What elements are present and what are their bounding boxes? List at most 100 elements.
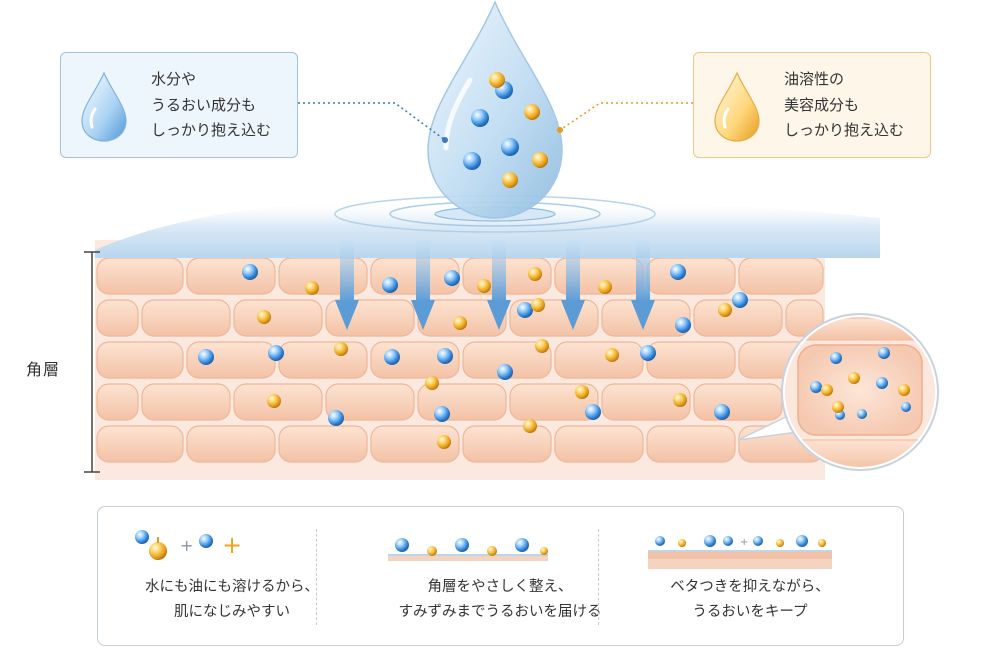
skin-cell	[554, 425, 644, 463]
feature-divider	[316, 529, 317, 625]
water-particle	[876, 377, 888, 389]
oil-particle	[832, 401, 844, 413]
oil-callout: 油溶性の 美容成分も しっかり抱え込む	[693, 52, 931, 158]
oil-particle	[848, 372, 860, 384]
oil-particle	[305, 281, 319, 295]
oil-callout-line-1: 油溶性の	[784, 70, 845, 88]
oil-particle	[524, 104, 540, 120]
oil-particle	[531, 298, 545, 312]
water-particle	[198, 349, 214, 365]
feature-3: + ベタつきを抑えながら、 うるおいをキープ	[616, 507, 884, 644]
water-particle	[810, 381, 822, 393]
feature-2: 角層をやさしく整え、 すみずみまでうるおいを届ける	[366, 507, 634, 644]
water-particle	[242, 264, 258, 280]
water-particle	[384, 349, 400, 365]
water-particle	[463, 152, 481, 170]
oil-particle	[821, 384, 833, 396]
oil-drop-icon	[714, 71, 760, 142]
oil-particle	[334, 342, 348, 356]
water-particle	[675, 317, 691, 333]
water-callout-line-3: しっかり抱え込む	[151, 121, 272, 139]
water-particle	[640, 345, 656, 361]
oil-particle	[528, 267, 542, 281]
water-particle	[857, 409, 867, 419]
oil-particle	[267, 394, 281, 408]
oil-particle	[673, 393, 687, 407]
water-particle	[434, 406, 450, 422]
water-particle	[437, 348, 453, 364]
oil-connector-dot	[557, 127, 563, 133]
layer-bracket	[84, 251, 100, 473]
oil-particle	[453, 316, 467, 330]
surface-spread-icon	[388, 538, 548, 561]
oil-particle	[898, 384, 910, 396]
water-oil-plus-icon: + +	[135, 530, 242, 560]
water-particle	[471, 109, 489, 127]
droplet-icon	[427, 0, 563, 219]
water-drop-icon	[81, 71, 127, 142]
arrow-icon	[335, 240, 359, 330]
skin-cell	[96, 383, 139, 421]
skin-cell	[325, 383, 415, 421]
moisture-keep-icon: +	[648, 535, 832, 569]
water-particle	[670, 264, 686, 280]
oil-callout-line-3: しっかり抱え込む	[784, 121, 905, 139]
oil-particle	[489, 72, 505, 88]
svg-text:+: +	[180, 536, 193, 555]
oil-particle	[425, 376, 439, 390]
feature-1-line-2: 肌になじみやすい	[174, 604, 290, 620]
penetration-arrows	[335, 240, 655, 330]
water-particle	[268, 345, 284, 361]
oil-particle	[437, 435, 451, 449]
stratum-corneum-label: 角層	[26, 360, 61, 379]
skin-cell	[186, 257, 276, 295]
water-particle	[878, 347, 890, 359]
water-particle	[328, 410, 344, 426]
feature-3-line-2: うるおいをキープ	[692, 604, 808, 620]
water-particle	[714, 404, 730, 420]
oil-particle	[605, 348, 619, 362]
feature-divider	[598, 529, 599, 625]
skin-cell	[646, 257, 736, 295]
skin-cell	[370, 425, 460, 463]
skin-cell	[646, 425, 736, 463]
skin-cell	[646, 341, 736, 379]
feature-2-line-1: 角層をやさしく整え、	[427, 579, 573, 595]
oil-particle	[532, 152, 548, 168]
oil-connector-line	[559, 102, 693, 131]
arrow-icon	[411, 240, 435, 330]
skin-cell	[738, 257, 824, 295]
skin-cell	[278, 341, 368, 379]
skin-cell	[141, 383, 231, 421]
water-particle	[585, 404, 601, 420]
svg-text:+: +	[222, 531, 242, 559]
feature-2-line-2: すみずみまでうるおいを届ける	[398, 604, 602, 620]
skin-cell	[96, 257, 184, 295]
svg-text:+: +	[740, 537, 748, 548]
oil-particle	[502, 172, 518, 188]
oil-particle	[535, 339, 549, 353]
arrow-icon	[631, 240, 655, 330]
skin-cell	[693, 383, 783, 421]
skin-cell	[233, 299, 323, 337]
water-connector-line	[298, 102, 446, 141]
oil-particle	[575, 385, 589, 399]
water-callout: 水分や うるおい成分も しっかり抱え込む	[60, 52, 298, 158]
skin-cell	[601, 383, 691, 421]
arrow-icon	[561, 240, 585, 330]
feature-panel: + + 水にも油にも溶けるから、 肌になじみやすい 角層をやさしく整え、 すみず…	[97, 506, 904, 646]
feature-3-line-1: ベタつきを抑えながら、	[670, 579, 830, 595]
water-callout-line-2: うるおい成分も	[151, 95, 257, 114]
water-particle	[382, 277, 398, 293]
water-particle	[732, 292, 748, 308]
oil-particle	[523, 419, 537, 433]
water-particle	[517, 302, 533, 318]
oil-particle	[477, 279, 491, 293]
oil-callout-line-2: 美容成分も	[784, 95, 860, 114]
skin-cell	[462, 425, 552, 463]
skin-particles	[198, 264, 748, 449]
skin-cell	[186, 425, 276, 463]
water-particle	[901, 402, 911, 412]
water-particle	[497, 364, 513, 380]
